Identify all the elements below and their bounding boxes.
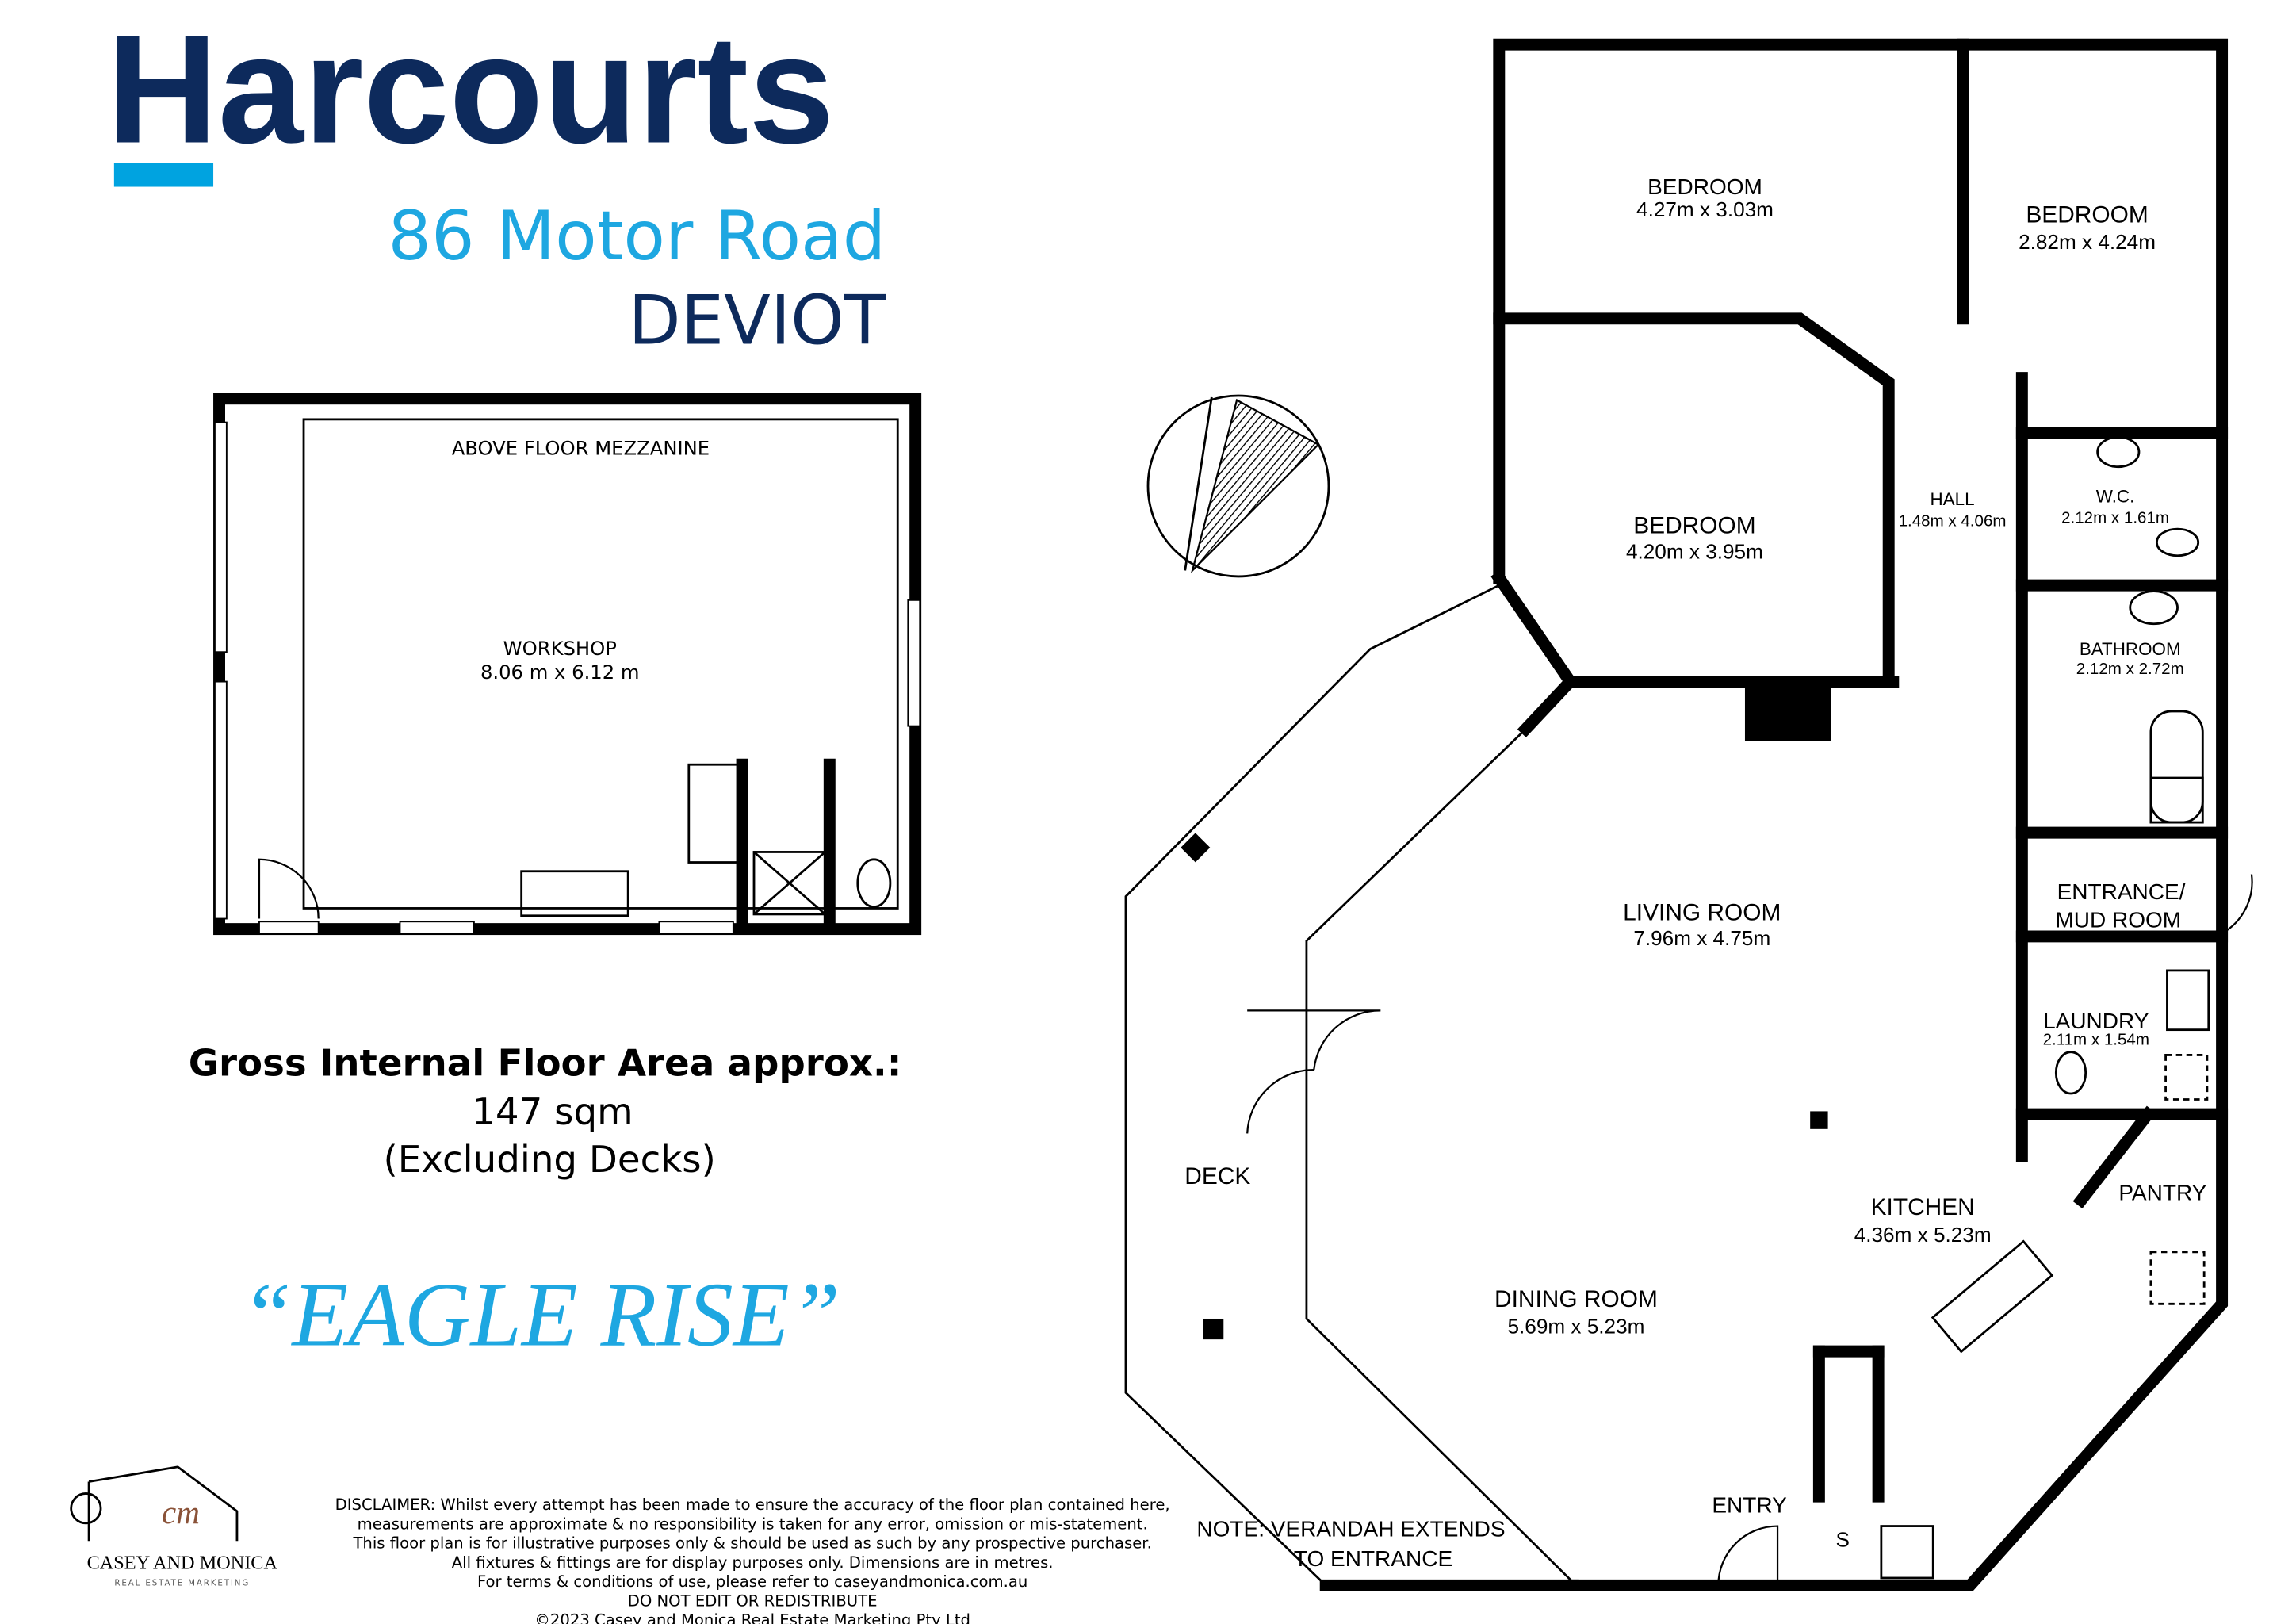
address-suburb: DEVIOT — [629, 282, 886, 361]
area-note: (Excluding Decks) — [383, 1139, 715, 1182]
disclaimer-line: All fixtures & fittings are for display … — [452, 1553, 1054, 1572]
disclaimer-line: DISCLAIMER: Whilst every attempt has bee… — [335, 1496, 1170, 1514]
marketer-tagline: REAL ESTATE MARKETING — [114, 1578, 250, 1588]
room-name: BEDROOM — [2026, 201, 2148, 228]
disclaimer: DISCLAIMER: Whilst every attempt has bee… — [335, 1496, 1170, 1624]
room-name: BATHROOM — [2080, 639, 2181, 659]
disclaimer-line: DO NOT EDIT OR REDISTRIBUTE — [628, 1591, 878, 1610]
verandah-note-2: TO ENTRANCE — [1294, 1546, 1452, 1571]
disclaimer-line: This floor plan is for illustrative purp… — [352, 1534, 1151, 1553]
disclaimer-line: For terms & conditions of use, please re… — [477, 1572, 1027, 1591]
room-dims: 2.82m x 4.24m — [2019, 230, 2156, 254]
room-dims: 4.27m x 3.03m — [1636, 197, 1774, 221]
area-value: 147 sqm — [472, 1091, 633, 1134]
room-dims: 2.12m x 2.72m — [2076, 660, 2184, 678]
property-name: “EAGLE RISE” — [241, 1265, 840, 1366]
disclaimer-line: measurements are approximate & no respon… — [358, 1515, 1148, 1533]
monogram: cm — [162, 1494, 200, 1530]
room-name: LAUNDRY — [2043, 1009, 2149, 1033]
room-dims: MUD ROOM — [2055, 908, 2181, 933]
north-compass-icon — [1146, 394, 1330, 578]
room-name: KITCHEN — [1871, 1194, 1975, 1220]
harcourts-logo: Harcourts — [107, 3, 835, 175]
entry-label: ENTRY — [1712, 1493, 1787, 1518]
deck-label: DECK — [1184, 1163, 1250, 1189]
room-dims: 2.12m x 1.61m — [2061, 509, 2169, 527]
room-name: BEDROOM — [1633, 513, 1755, 539]
address-street: 86 Motor Road — [388, 197, 886, 276]
room-dims: 2.11m x 1.54m — [2043, 1030, 2149, 1048]
room-dims: 7.96m x 4.75m — [1633, 926, 1770, 950]
room-name: ENTRANCE/ — [2057, 879, 2186, 904]
workshop-plan: ABOVE FLOOR MEZZANINE WORKSHOP 8.06 m x … — [213, 393, 922, 936]
casey-and-monica-logo: cm CASEY AND MONICA REAL ESTATE MARKETIN… — [70, 1465, 278, 1588]
room-dims: 1.48m x 4.06m — [1899, 511, 2007, 530]
verandah-note: NOTE: VERANDAH EXTENDS — [1196, 1517, 1505, 1542]
room-dims: 4.20m x 3.95m — [1626, 540, 1763, 564]
room-dims: 4.36m x 5.23m — [1854, 1223, 1992, 1247]
logo-bar — [113, 163, 214, 187]
workshop-dims: 8.06 m x 6.12 m — [480, 661, 640, 684]
room-name: BEDROOM — [1647, 174, 1762, 199]
room-dims: 5.69m x 5.23m — [1508, 1315, 1645, 1339]
house-plan — [1124, 38, 2253, 1591]
room-name: LIVING ROOM — [1623, 899, 1781, 925]
room-name: DINING ROOM — [1494, 1286, 1658, 1312]
area-title: Gross Internal Floor Area approx.: — [189, 1043, 902, 1086]
disclaimer-line: ©2023 Casey and Monica Real Estate Marke… — [534, 1611, 970, 1624]
room-name: W.C. — [2096, 487, 2135, 507]
mezzanine-label: ABOVE FLOOR MEZZANINE — [452, 437, 710, 460]
room-name: HALL — [1931, 489, 1975, 509]
marketer-name: CASEY AND MONICA — [87, 1553, 278, 1574]
room-name: PANTRY — [2118, 1181, 2206, 1205]
store-label: S — [1836, 1528, 1850, 1552]
workshop-label: WORKSHOP — [503, 637, 617, 660]
room-labels: BEDROOM 4.27m x 3.03m BEDROOM 2.82m x 4.… — [1184, 174, 2206, 1571]
